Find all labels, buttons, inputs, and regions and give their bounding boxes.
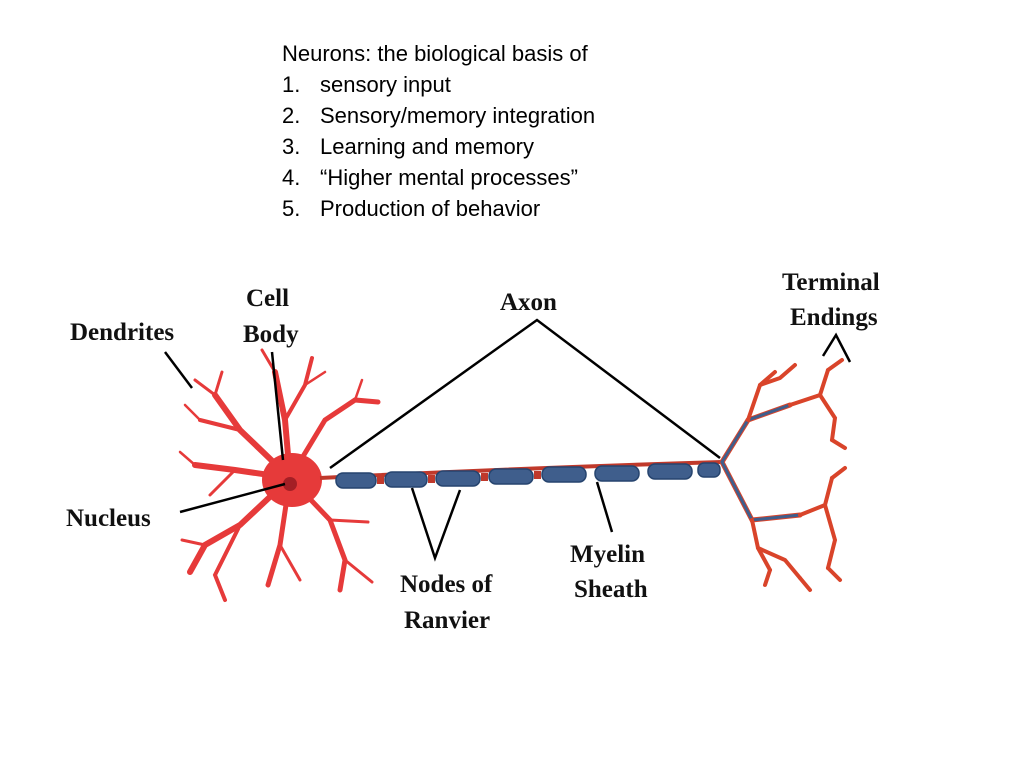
neuron-functions-text: Neurons: the biological basis of 1.senso… [282, 38, 595, 224]
label-cell-body-line1: Cell [246, 285, 289, 312]
label-terminal-line2: Endings [790, 304, 878, 331]
label-myelin-line2: Sheath [574, 576, 648, 603]
label-nucleus: Nucleus [66, 505, 151, 532]
label-axon: Axon [500, 289, 557, 316]
heading: Neurons: the biological basis of [282, 41, 588, 66]
label-dendrites: Dendrites [70, 319, 174, 346]
list-item: 4.“Higher mental processes” [282, 165, 578, 190]
leader-lines [164, 318, 852, 562]
label-nodes-line2: Ranvier [404, 607, 490, 634]
nucleus [283, 477, 297, 491]
label-myelin-line1: Myelin [570, 541, 645, 568]
functions-list: 1.sensory input 2.Sensory/memory integra… [282, 69, 595, 224]
nodes-of-ranvier [377, 471, 541, 484]
label-cell-body-line2: Body [243, 321, 299, 348]
terminal-branches [719, 402, 803, 523]
label-terminal-line1: Terminal [782, 269, 880, 296]
list-item: 1.sensory input [282, 72, 451, 97]
label-nodes-line1: Nodes of [400, 571, 493, 598]
list-item: 5.Production of behavior [282, 196, 541, 221]
myelin-sheath [335, 462, 721, 489]
terminal-endings [746, 358, 847, 592]
list-item: 2.Sensory/memory integration [282, 103, 596, 128]
list-item: 3.Learning and memory [282, 134, 535, 159]
